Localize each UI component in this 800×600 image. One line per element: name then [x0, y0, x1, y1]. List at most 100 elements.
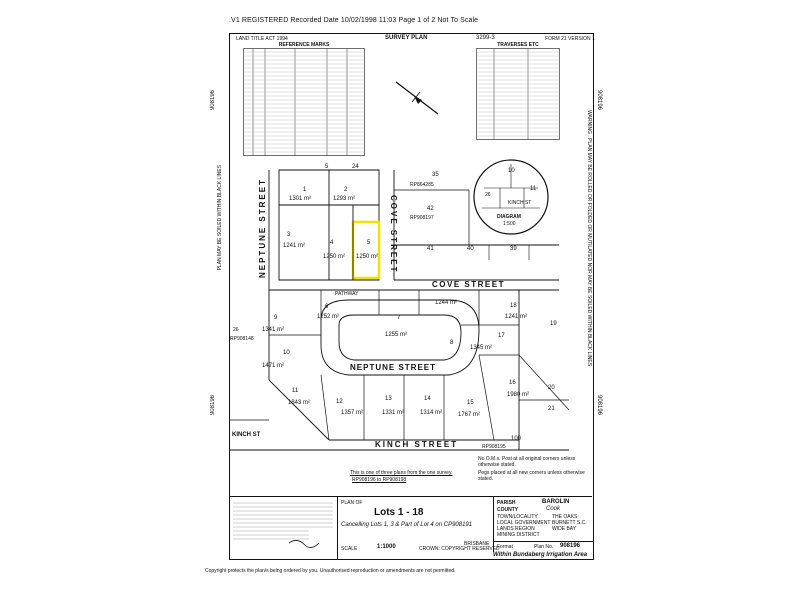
lot-16-area: 1980 m²: [507, 392, 530, 398]
rp-b: RP908197: [410, 215, 434, 221]
lot-10-area: 1471 m²: [262, 363, 285, 369]
diagram-circle: [473, 159, 549, 235]
north-arrow-icon: [395, 81, 439, 115]
lot-9-area: 1341 m²: [262, 327, 285, 333]
lot-14-number: 14: [424, 396, 431, 402]
lot-4-area: 1250 m²: [323, 254, 346, 260]
scale-value: 1:1000: [377, 544, 396, 550]
lot-2-area: 1293 m²: [333, 196, 356, 202]
diagram-label: DIAGRAM: [497, 214, 521, 220]
lot-18-number: 18: [510, 303, 517, 309]
lot-4-number: 4: [330, 240, 334, 246]
diagram-scale: 1:500: [503, 221, 516, 227]
rp-d: RP908195: [482, 444, 506, 450]
lot-17-area: 1345 m²: [470, 345, 493, 351]
rp-a: RP864285: [410, 182, 434, 188]
region: BRISBANE: [464, 541, 490, 547]
neighbour-5: 5: [325, 164, 329, 170]
neptune-street-label: NEPTUNE STREET: [350, 363, 437, 372]
plan-no-block: Format Plan No. 908196: [493, 541, 593, 552]
note-pegs: Pegs placed at all new corners unless ot…: [478, 470, 585, 482]
lot-16-number: 16: [509, 380, 516, 386]
reference-marks-grid: [243, 48, 365, 156]
neighbour-20: 20: [548, 385, 555, 391]
copyright-footer: Copyright protects the plan/s being orde…: [205, 568, 456, 574]
plan-no-value: 908196: [560, 543, 581, 549]
lot-3-area: 1241 m²: [283, 243, 306, 249]
neighbour-35: 35: [432, 172, 439, 178]
lot-9-number: 9: [274, 315, 278, 321]
plan-number-left-top: 908196: [210, 90, 216, 111]
lot-13-number: 13: [385, 396, 392, 402]
registration-line: .V1 REGISTERED Recorded Date 10/02/1998 …: [229, 17, 479, 24]
lot-14-area: 1314 m²: [420, 410, 443, 416]
plan-number-right-bottom: 908196: [596, 395, 602, 416]
lot-10-number: 10: [283, 350, 290, 356]
scale-label: SCALE: [341, 546, 358, 552]
neptune-street-west-label: NEPTUNE STREET: [258, 178, 267, 279]
town-label: TOWN/LOCALITY: [497, 514, 538, 520]
lot-15-area: 1767 m²: [458, 412, 481, 418]
lot-1-area: 1301 m²: [289, 196, 312, 202]
parish-label: PARISH: [497, 500, 516, 506]
mining-label: MINING DISTRICT: [497, 532, 540, 538]
lot-13-area: 1331 m²: [382, 410, 405, 416]
survey-drawing: [229, 169, 570, 451]
lands-region-label: LANDS REGION: [497, 526, 535, 532]
right-warning: WARNING : PLAN MAY BE ROLLED OR FOLDED O…: [586, 110, 592, 367]
neighbour-26: 26: [233, 327, 239, 333]
lot-6-number: 6: [325, 304, 329, 310]
lot-7-number: 7: [397, 315, 401, 321]
traverses-table: TRAVERSES ETC: [476, 42, 560, 145]
lot-17-number: 17: [498, 333, 505, 339]
lot-11-area: 1843 m²: [288, 400, 311, 406]
crown-copyright: CROWN: COPYRIGHT RESERVED: [419, 546, 500, 552]
lands-region-value: WIDE BAY: [552, 526, 577, 532]
plan-number-left-bottom: 908196: [210, 395, 216, 416]
plan-number-right-top: 908196: [596, 90, 602, 111]
county-label: COUNTY: [497, 507, 519, 513]
diagram-kinch-st: KINCH ST: [508, 200, 532, 206]
title-block: PLAN OF Lots 1 - 18 Cancelling Lots 1, 3…: [229, 496, 593, 559]
format-label: Format: [497, 544, 513, 550]
lot-12-number: 12: [336, 399, 343, 405]
cove-street-label: COVE STREET: [432, 280, 505, 289]
neighbour-40: 40: [467, 246, 474, 252]
lot-8-area: 1244 m²: [435, 300, 458, 306]
note-no-omi: No O.M.s. Post at all original corners u…: [478, 456, 576, 468]
neighbour-41: 41: [427, 246, 434, 252]
kinch-st-label: KINCH ST: [232, 432, 261, 438]
cancelling-note: Cancelling Lots 1, 3 & Part of Lot 4 on …: [341, 522, 473, 528]
reference-marks-title: REFERENCE MARKS: [278, 42, 330, 48]
survey-plan-title: SURVEY PLAN: [385, 35, 428, 41]
rp-c: RP908148: [230, 336, 254, 342]
cove-street-vertical-label: COVE STREET: [389, 195, 398, 274]
plan-lots: Lots 1 - 18: [374, 507, 424, 518]
pathway-label: PATHWAY: [335, 291, 359, 297]
plan-frame: [229, 33, 594, 560]
parish-value: BAROLIN: [542, 499, 570, 505]
irrigation-area: Within Bundaberg Irrigation Area: [493, 552, 588, 558]
lot-1-number: 1: [303, 187, 307, 193]
lot-8-number: 8: [450, 340, 454, 346]
lot-6-area: 1252 m²: [317, 314, 340, 320]
diagram-lot-11: 11: [530, 186, 537, 192]
neighbour-100: 100: [511, 436, 522, 442]
lot-7-area: 1255 m²: [385, 332, 408, 338]
neighbour-39: 39: [510, 246, 517, 252]
plan-no-label: Plan No.: [534, 544, 554, 550]
left-warning: PLAN MAY BE SOILED WITHIN BLACK LINES: [217, 165, 223, 271]
lot-5-number: 5: [367, 240, 371, 246]
lot-12-area: 1357 m²: [341, 410, 364, 416]
form-version: FORM 21 VERSION 1: [545, 36, 595, 42]
local-gov-label: LOCAL GOVERNMENT: [497, 520, 551, 526]
county-value: Cook: [546, 506, 561, 512]
diagram-lot-26: 26: [485, 192, 491, 198]
lot-11-number: 11: [292, 388, 299, 394]
land-title-act: LAND TITLE ACT 1994: [236, 36, 288, 42]
reference-marks-table: REFERENCE MARKS: [243, 42, 365, 161]
neighbour-21: 21: [548, 406, 555, 412]
local-gov-value: BURNETT S.C.: [552, 520, 587, 526]
lot-18-area: 1241 m²: [505, 314, 528, 320]
lot-15-number: 15: [467, 400, 474, 406]
